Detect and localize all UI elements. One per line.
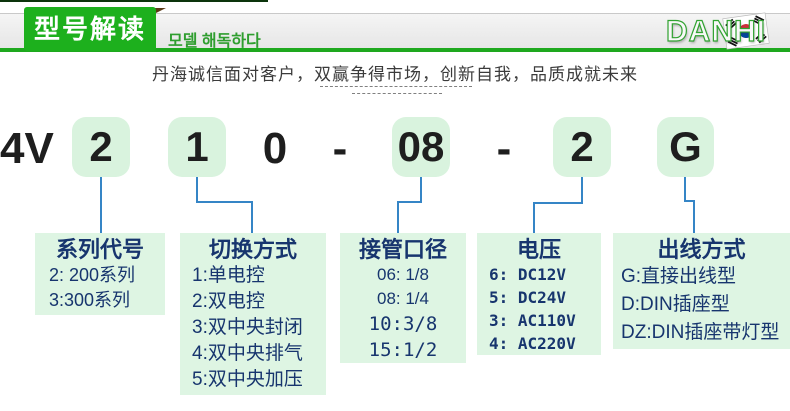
legend-voltage: 电压 6: DC12V 5: DC24V 3: AC110V 4: AC220V <box>477 233 601 355</box>
model-segment-dash1: - <box>332 124 348 173</box>
legend-switch-mode: 切换方式 1:单电控 2:双电控 3:双中央封闭 4:双中央排气 5:双中央加压 <box>180 233 326 395</box>
model-segment-dash2: - <box>496 124 512 173</box>
legend-item: D:DIN插座型 <box>621 294 730 315</box>
legend-item: 10:3/8 <box>368 313 438 335</box>
legend-item: 3: AC110V <box>489 311 576 330</box>
group-title: 切换方式 <box>208 237 297 262</box>
legend-item: 3:300系列 <box>49 290 131 310</box>
legend-item: 5:双中央加压 <box>192 369 303 390</box>
legend-port-size: 接管口径 06: 1/8 08: 1/4 10:3/8 15:1/2 <box>340 233 466 363</box>
legend-item: 4: AC220V <box>489 334 576 353</box>
model-segment-outlet: G <box>657 117 714 177</box>
group-title: 接管口径 <box>358 237 447 262</box>
korea-flag-icon <box>722 12 770 50</box>
legend-item: 2:双电控 <box>192 291 265 312</box>
slogan-divider-long <box>320 86 472 87</box>
group-title: 出线方式 <box>657 237 746 262</box>
legend-item: 6: DC12V <box>489 265 567 284</box>
korean-subtitle: 모델 해독하다 <box>168 33 261 50</box>
top-accent-line <box>0 0 268 2</box>
legend-item: 15:1/2 <box>368 339 438 361</box>
header-underline <box>0 48 790 52</box>
legend-item: 4:双中央排气 <box>192 343 303 364</box>
legend-series-code: 系列代号 2: 200系列 3:300系列 <box>35 233 165 315</box>
slogan-divider-short <box>352 93 442 94</box>
brand-logo: DANHI <box>665 12 790 51</box>
group-title: 系列代号 <box>55 237 144 262</box>
legend-outlet-type: 出线方式 G:直接出线型 D:DIN插座型 DZ:DIN插座带灯型 <box>613 233 790 349</box>
slogan-text: 丹海诚信面对客户，双赢争得市场，创新自我，品质成就未来 <box>152 65 638 84</box>
legend-item: 08: 1/4 <box>377 289 429 308</box>
model-segment-port: 08 <box>392 117 450 177</box>
model-segment-voltage: 2 <box>553 117 611 177</box>
legend-item: 1:单电控 <box>192 265 265 286</box>
ribbon-fold-icon <box>152 8 166 15</box>
legend-item: DZ:DIN插座带灯型 <box>621 322 780 343</box>
legend-item: 2: 200系列 <box>49 265 136 285</box>
model-segment-switch: 1 <box>168 117 226 177</box>
legend-item: 3:双中央封闭 <box>192 317 303 338</box>
legend-item: 5: DC24V <box>489 288 567 307</box>
model-segment-prefix: 4V <box>0 124 54 173</box>
brand-text: DANHI <box>665 14 766 48</box>
group-title: 电压 <box>516 237 561 262</box>
legend-item: 06: 1/8 <box>377 265 429 284</box>
model-segment-zero: 0 <box>262 124 288 173</box>
legend-item: G:直接出线型 <box>621 266 737 287</box>
section-title-badge: 型号解读 <box>24 7 156 51</box>
model-segment-series: 2 <box>72 117 130 177</box>
